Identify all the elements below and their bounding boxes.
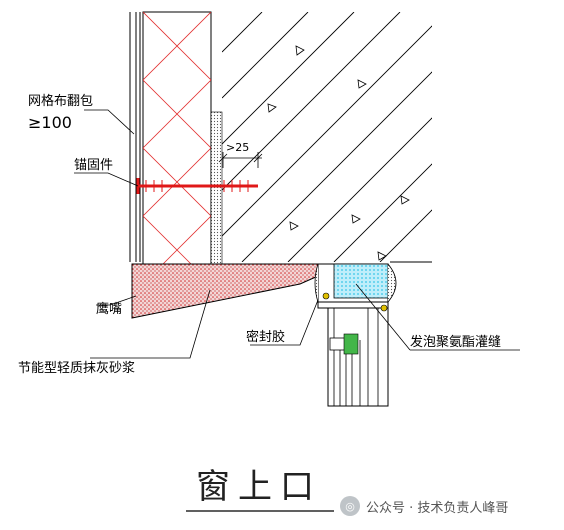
label-anchor: 锚固件 (74, 158, 113, 173)
dimension-25-label: >25 (226, 141, 249, 154)
label-sealant: 密封胶 (246, 329, 285, 345)
drawing-title: 窗上口 (196, 467, 322, 507)
concrete-wall (222, 12, 432, 262)
dimension-25 (218, 152, 263, 168)
render-layer-lines (129, 12, 141, 262)
window-sash (327, 307, 389, 407)
gasket (343, 333, 359, 355)
wechat-logo-icon: ◎ (340, 496, 360, 516)
aggregate-triangles (267, 45, 410, 261)
sealant-bead (314, 263, 319, 303)
window-frame (314, 261, 432, 407)
polyurethane-foam-fill (333, 263, 389, 299)
label-foam-fill: 发泡聚氨酯灌缝 (410, 334, 501, 350)
label-mesh-wrap: 网格布翻包 (28, 93, 93, 109)
label-drip: 鹰嘴 (96, 301, 122, 317)
label-mesh-wrap-dim: ≥100 (28, 113, 72, 132)
watermark-text: 公众号 · 技术负责人峰哥 (366, 500, 509, 516)
leader-lines (74, 109, 520, 359)
mortar-drip-wedge (131, 263, 319, 319)
label-mortar: 节能型轻质抹灰砂浆 (18, 361, 135, 376)
watermark: ◎ 公众号 · 技术负责人峰哥 (340, 496, 508, 516)
adhesive-mortar-strip (210, 111, 223, 265)
insulation-board (142, 11, 212, 265)
